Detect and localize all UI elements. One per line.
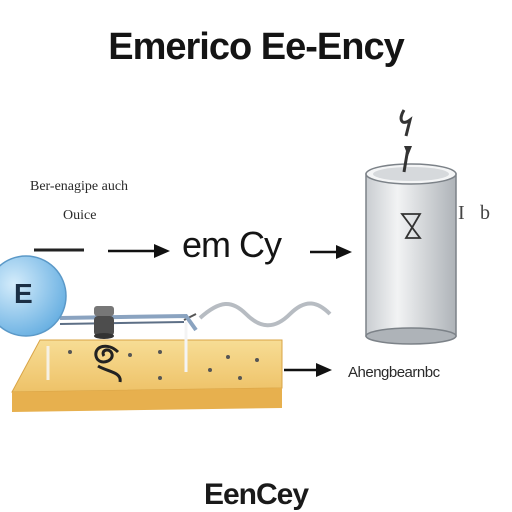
wave-line <box>198 301 332 328</box>
formula-text: em Cy <box>182 224 282 265</box>
electron-label: E <box>14 278 33 309</box>
arrow-right-icon <box>108 244 170 258</box>
right-bottom-label: Ahengbearnbc <box>348 364 440 381</box>
page-title: Emerico Ee-Ency <box>108 26 404 68</box>
side-mark-2: b <box>480 202 490 224</box>
probe-icon <box>399 109 413 173</box>
arrow-right-icon <box>284 363 332 377</box>
wire <box>59 306 198 339</box>
left-top-label: Ber-enagipe auch <box>30 179 129 194</box>
cylinder-container <box>365 163 457 345</box>
side-mark-1: I <box>458 202 465 224</box>
left-bottom-label: Ouice <box>63 208 97 223</box>
footer-title: EenCey <box>203 478 309 511</box>
coil-icon <box>94 344 122 383</box>
arrow-right-icon <box>310 245 352 259</box>
electron-sphere <box>0 255 67 337</box>
circuit-board <box>11 313 283 412</box>
